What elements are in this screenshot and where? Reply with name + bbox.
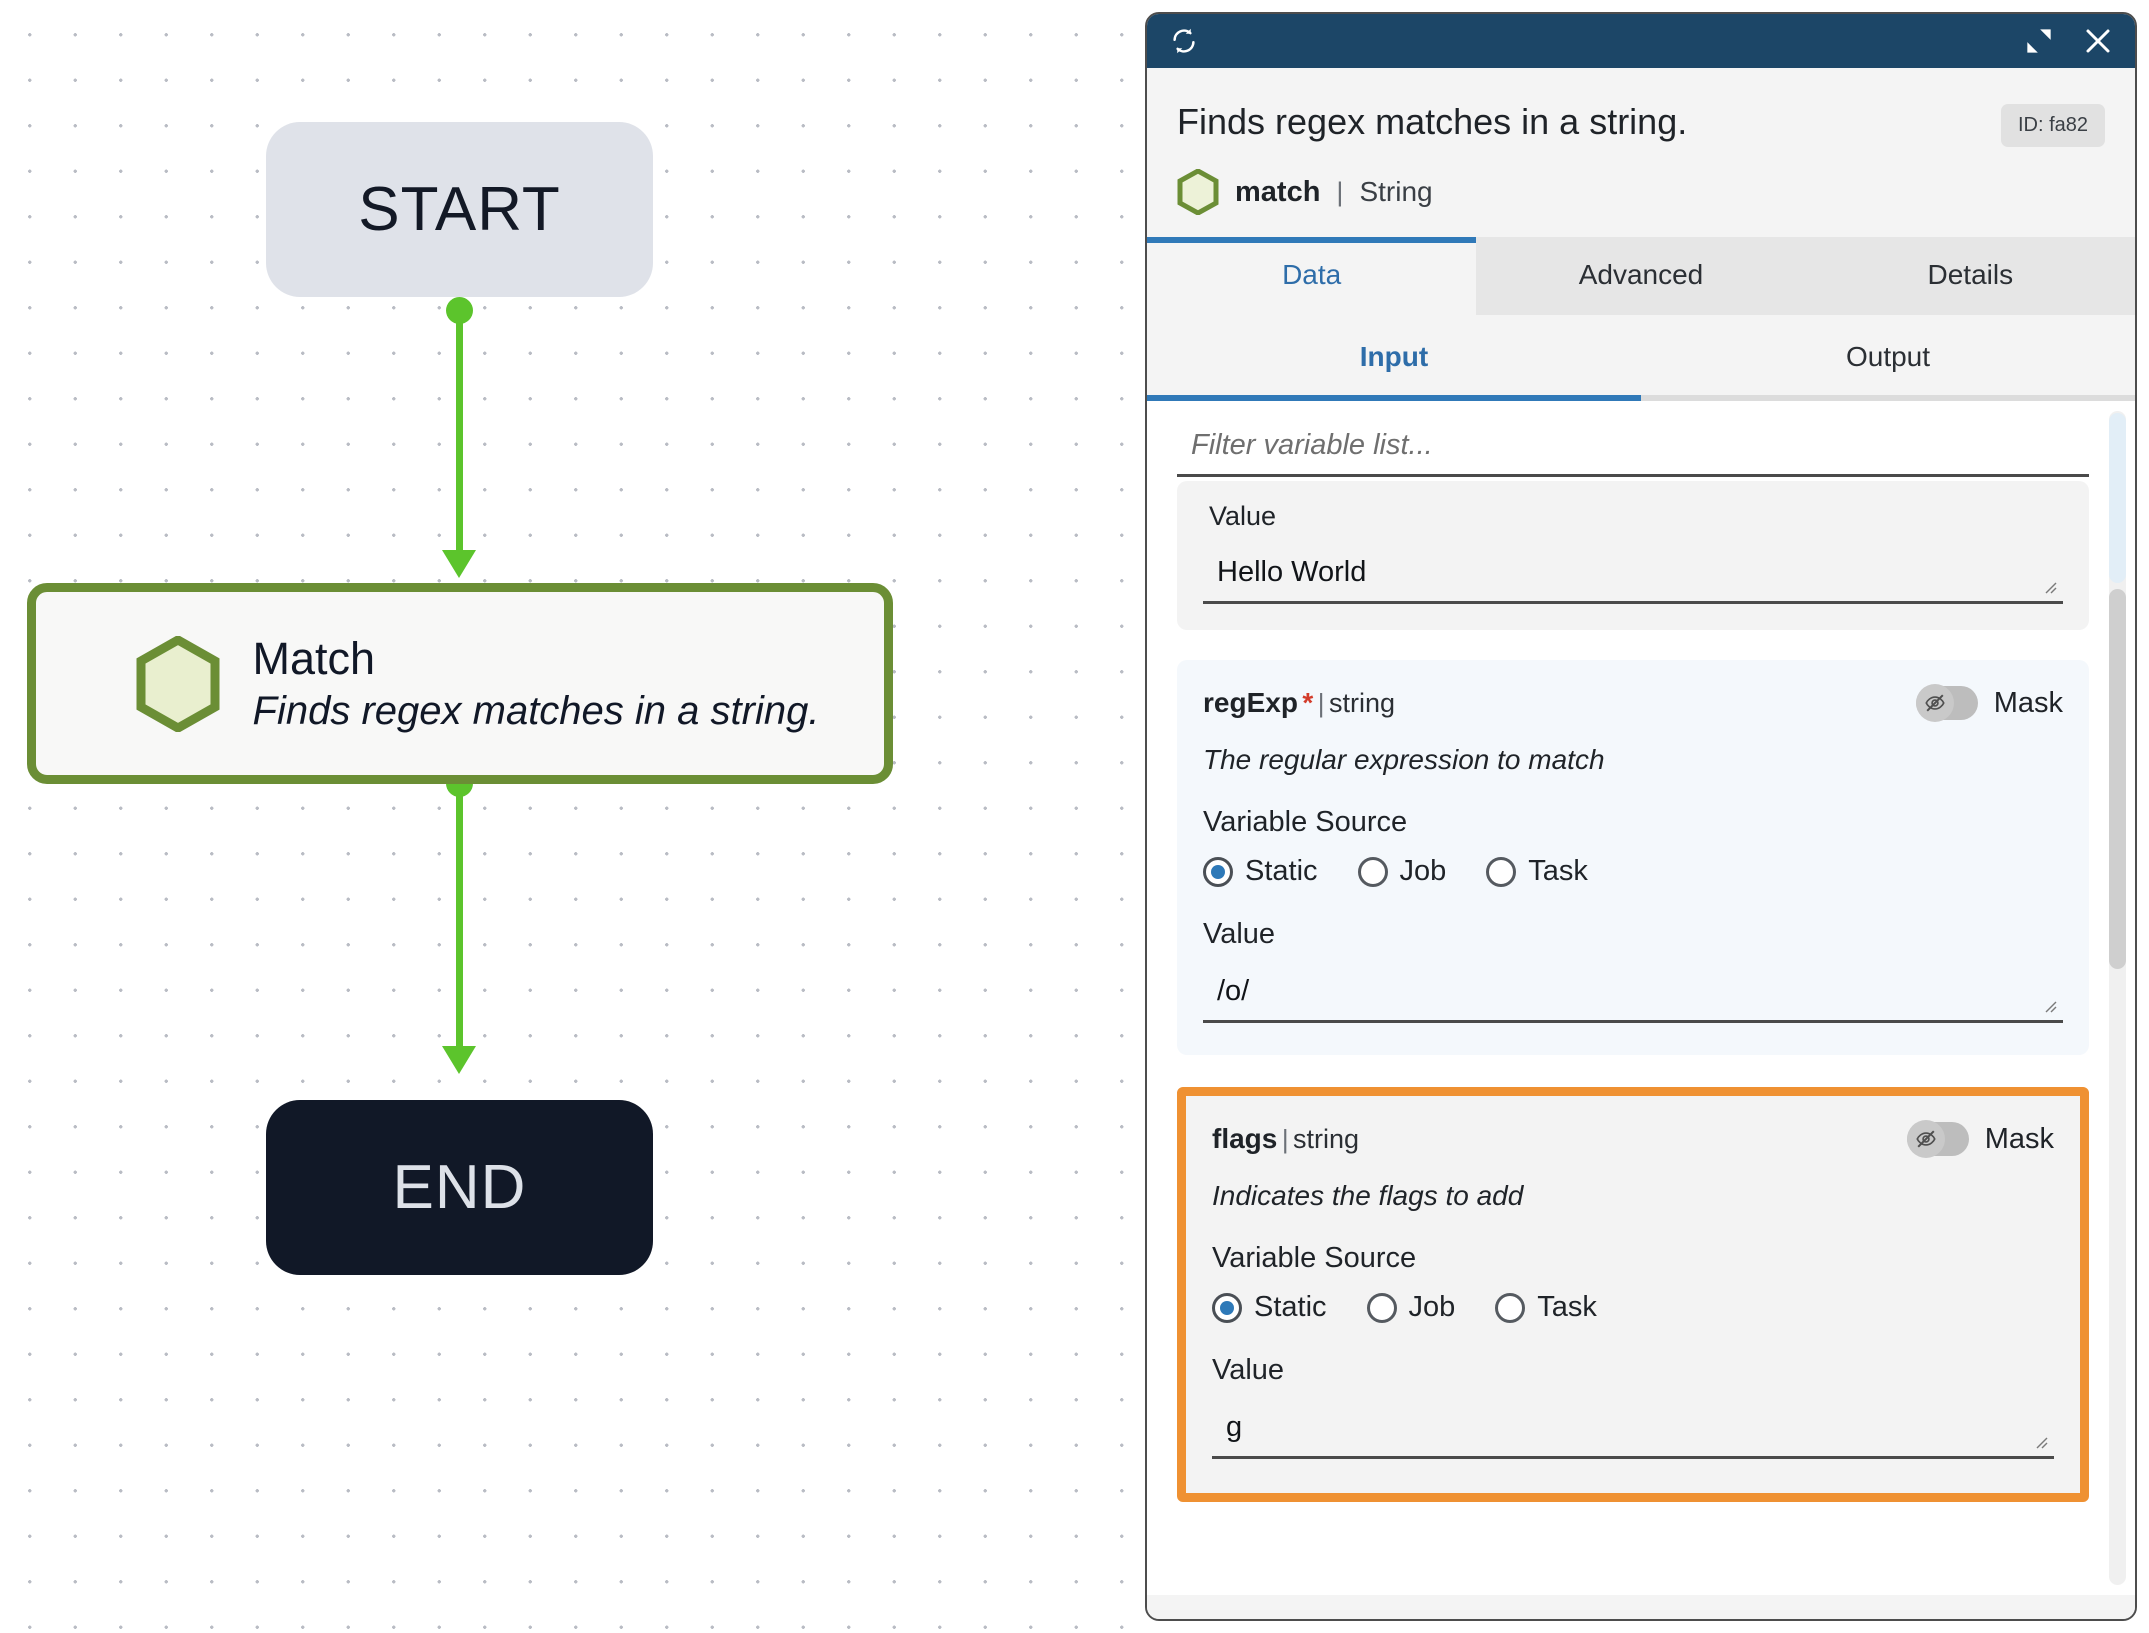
tab-advanced[interactable]: Advanced [1476, 237, 1806, 315]
value-field-wrap [1203, 550, 2063, 604]
mask-toggle-group[interactable]: Mask [1906, 1120, 2054, 1158]
variable-source-radio-group: Static Job Task [1203, 855, 2063, 888]
eye-slash-icon [1916, 1130, 1936, 1148]
connector-line [456, 310, 463, 552]
workflow-canvas[interactable]: START Match Finds regex matches in a str… [0, 0, 1148, 1633]
radio-static[interactable]: Static [1212, 1291, 1327, 1324]
value-field-wrap [1212, 1405, 2054, 1459]
close-icon[interactable] [2083, 26, 2113, 56]
node-end-label: END [392, 1153, 527, 1222]
tab-bar: Data Advanced Details [1147, 237, 2135, 315]
radio-job[interactable]: Job [1357, 855, 1447, 888]
radio-button[interactable] [1203, 856, 1233, 887]
separator: | [1336, 176, 1344, 207]
panel-title-row: Finds regex matches in a string. ID: fa8… [1147, 68, 2135, 147]
variable-card-flags: flags | string [1186, 1096, 2080, 1493]
value-label: Value [1203, 918, 1276, 950]
properties-panel: Finds regex matches in a string. ID: fa8… [1145, 12, 2137, 1621]
variables-list: Value [1147, 401, 2135, 1502]
connector-arrowhead [442, 1046, 476, 1074]
panel-header [1147, 14, 2135, 68]
variable-description: The regular expression to match [1203, 744, 1605, 775]
radio-label: Task [1537, 1291, 1597, 1323]
variable-card-flags-highlight: flags | string [1177, 1087, 2089, 1502]
variable-header: regExp * | string [1203, 684, 2063, 722]
radio-button[interactable] [1486, 856, 1517, 887]
variables-scroll-area: Value [1147, 401, 2135, 1595]
variable-header: flags | string [1212, 1120, 2054, 1158]
scrollbar-track[interactable] [2109, 411, 2126, 1585]
value-label: Value [1212, 1354, 1285, 1386]
hexagon-icon [1177, 168, 1219, 216]
separator: | [1317, 688, 1325, 718]
radio-label: Static [1245, 855, 1318, 887]
scrollbar-highlight [2109, 413, 2126, 583]
filter-input[interactable] [1177, 423, 2089, 477]
radio-task[interactable]: Task [1495, 1291, 1597, 1324]
node-match-description: Finds regex matches in a string. [252, 689, 820, 734]
required-marker: * [1302, 687, 1314, 718]
top-value-card: Value [1177, 481, 2089, 630]
variable-type: String [1359, 176, 1433, 207]
tab-output[interactable]: Output [1641, 315, 2135, 401]
radio-button[interactable] [1357, 856, 1388, 887]
variable-source-label: Variable Source [1203, 806, 1408, 838]
node-start[interactable]: START [266, 122, 653, 297]
panel-body: Finds regex matches in a string. ID: fa8… [1147, 68, 2135, 1619]
expand-icon[interactable] [2025, 27, 2053, 55]
mask-toggle[interactable] [1906, 1120, 1969, 1158]
radio-button[interactable] [1366, 1292, 1397, 1323]
variable-type: string [1328, 688, 1395, 718]
scrollbar-thumb[interactable] [2109, 589, 2126, 969]
node-match-text: Match Finds regex matches in a string. [252, 632, 820, 734]
top-value-input[interactable] [1203, 550, 2063, 604]
variable-source-label: Variable Source [1212, 1242, 1417, 1274]
toggle-knob [1915, 684, 1954, 722]
toggle-knob [1906, 1120, 1945, 1158]
value-label: Value [1209, 501, 1277, 531]
variable-type: string [1293, 1124, 1360, 1154]
value-field-wrap [1203, 969, 2063, 1023]
mask-toggle-group[interactable]: Mask [1915, 684, 2063, 722]
mask-label: Mask [1993, 686, 2063, 719]
tab-input[interactable]: Input [1147, 315, 1641, 401]
variable-name: flags [1212, 1123, 1278, 1154]
mask-toggle[interactable] [1915, 684, 1978, 722]
radio-button[interactable] [1495, 1292, 1526, 1323]
subtab-bar: Input Output [1147, 315, 2135, 401]
radio-static[interactable]: Static [1203, 855, 1318, 888]
tab-details[interactable]: Details [1805, 237, 2135, 315]
variable-name: match [1235, 175, 1321, 208]
radio-label: Job [1408, 1291, 1456, 1323]
flags-value-input[interactable] [1212, 1405, 2054, 1459]
eye-slash-icon [1925, 694, 1945, 712]
node-match[interactable]: Match Finds regex matches in a string. [27, 583, 893, 784]
panel-subtitle: match | String [1147, 147, 2135, 216]
variable-card-regexp: regExp * | string [1177, 660, 2089, 1055]
radio-job[interactable]: Job [1366, 1291, 1456, 1324]
radio-label: Static [1254, 1291, 1327, 1323]
variable-title: flags | string [1212, 1123, 1359, 1155]
connector-line [456, 780, 463, 1048]
node-start-label: START [358, 175, 561, 244]
hexagon-icon [135, 634, 221, 733]
radio-task[interactable]: Task [1486, 855, 1588, 888]
variable-title: regExp * | string [1203, 687, 1395, 719]
node-match-title: Match [252, 632, 376, 684]
id-badge: ID: fa82 [2000, 104, 2105, 147]
variable-name: regExp [1203, 687, 1298, 718]
node-end[interactable]: END [266, 1100, 653, 1275]
regexp-value-input[interactable] [1203, 969, 2063, 1023]
page-title: Finds regex matches in a string. [1177, 101, 1688, 142]
separator: | [1281, 1124, 1289, 1154]
radio-button[interactable] [1212, 1292, 1242, 1323]
tab-data[interactable]: Data [1147, 237, 1477, 315]
sync-refresh-icon[interactable] [1169, 26, 1199, 56]
mask-label: Mask [1984, 1122, 2054, 1155]
radio-label: Job [1399, 855, 1447, 887]
radio-label: Task [1528, 855, 1588, 887]
variable-description: Indicates the flags to add [1212, 1180, 1524, 1211]
connector-arrowhead [442, 550, 476, 578]
variable-source-radio-group: Static Job Task [1212, 1291, 2054, 1324]
